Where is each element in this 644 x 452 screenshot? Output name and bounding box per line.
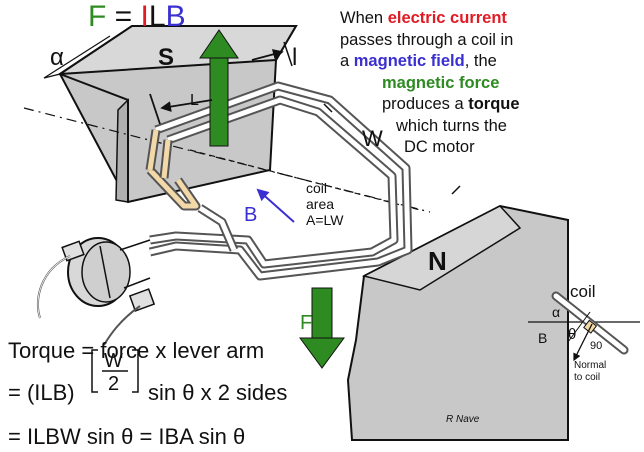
label-L: L <box>190 92 199 109</box>
formula-B: B <box>165 0 186 33</box>
coil-angle-inset <box>528 291 640 362</box>
alpha-line <box>43 35 111 79</box>
desc-line3-pre: a <box>340 52 354 70</box>
commutator <box>36 237 156 346</box>
torque-line3: = ILBW sin θ = IBA sin θ <box>8 424 246 449</box>
torque-line2-post: sin θ x 2 sides <box>148 380 288 405</box>
desc-magnetic-field: magnetic field <box>353 52 465 70</box>
width-mark <box>323 103 333 113</box>
inset-normal-line1: Normal <box>574 360 607 371</box>
coil-area-line1: coil <box>306 180 328 196</box>
formula-I: I <box>140 0 149 33</box>
force-formula: F = ILB <box>88 0 186 34</box>
coil-area-line3: A=LW <box>306 212 344 228</box>
north-magnet <box>346 204 569 441</box>
desc-line6: which turns the <box>396 116 507 135</box>
inset-ninety: 90 <box>590 340 603 352</box>
desc-electric-current: electric current <box>387 9 507 27</box>
formula-L: L <box>148 0 166 33</box>
desc-line2: passes through a coil in <box>340 30 514 49</box>
desc-line7: DC motor <box>404 138 475 156</box>
label-alpha: α <box>50 44 64 71</box>
inset-coil: coil <box>570 282 596 301</box>
coil-loop <box>145 81 413 281</box>
label-N: N <box>428 246 447 276</box>
inset-normal-label: Normal to coil <box>574 360 606 384</box>
force-arrow-down <box>299 287 345 369</box>
length-arrow <box>160 99 213 112</box>
label-S: S <box>158 44 175 71</box>
desc-torque: torque <box>468 95 520 113</box>
credit: R Nave <box>446 414 480 425</box>
label-B: B <box>244 204 258 226</box>
desc-line1-pre: When <box>340 9 388 27</box>
coil-area-line2: area <box>306 196 335 212</box>
south-magnet <box>56 25 298 204</box>
rotation-axis <box>23 107 431 213</box>
inset-B: B <box>538 330 548 346</box>
label-l: l <box>292 44 298 71</box>
field-arrow <box>256 188 295 223</box>
fraction-numerator: W <box>104 350 123 372</box>
force-arrow-up <box>199 29 239 147</box>
inset-alpha: α <box>552 304 561 320</box>
coil-area-label: coil area A=LW <box>306 180 343 228</box>
formula-F: F <box>88 0 107 33</box>
label-W: W <box>362 126 383 151</box>
desc-magnetic-force: magnetic force <box>382 73 500 92</box>
desc-line5-pre: produces a <box>382 95 469 113</box>
fraction-denominator: 2 <box>108 373 120 395</box>
formula-equals: = <box>106 0 141 33</box>
current-arrow <box>251 49 284 61</box>
label-F-bottom: F <box>300 312 313 334</box>
description-text: When electric current passes through a c… <box>318 8 618 159</box>
inset-normal-line2: to coil <box>574 372 601 383</box>
desc-line3-post: , the <box>464 52 497 70</box>
torque-equation: Torque = force x lever arm <box>8 338 265 363</box>
torque-line2-pre: = (ILB) <box>8 380 75 405</box>
inset-theta: θ <box>568 326 577 343</box>
